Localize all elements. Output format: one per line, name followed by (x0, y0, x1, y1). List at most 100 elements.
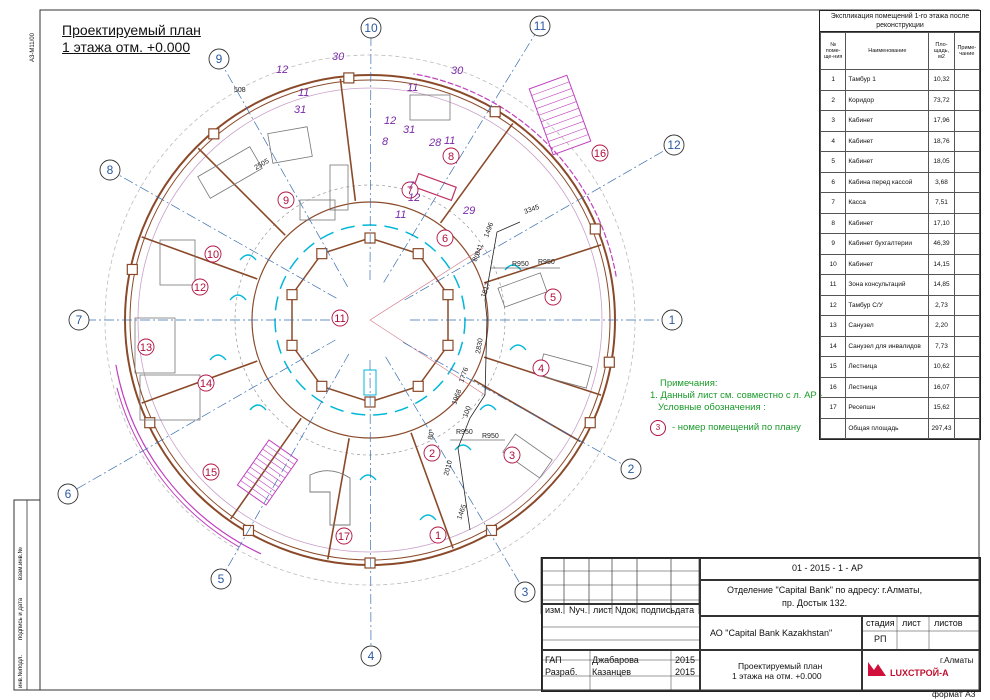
axis-line (383, 25, 541, 283)
partition-wall (410, 432, 454, 549)
room-marker-label: 7 (407, 185, 413, 197)
column (442, 289, 454, 301)
dimension-label: 1465 (456, 504, 468, 521)
axis-label: 3 (522, 585, 529, 599)
cell-name: Коридор (845, 89, 930, 111)
furniture-mark: 11 (395, 209, 406, 221)
room-marker (591, 144, 609, 162)
axis-label: 8 (107, 163, 114, 177)
column (316, 248, 328, 260)
room-marker (202, 463, 220, 481)
cell-area: 2,20 (928, 315, 955, 337)
room-marker (335, 527, 353, 545)
desk (197, 146, 263, 199)
reception-counter (309, 470, 351, 526)
room-marker (191, 278, 209, 296)
cell-n: 14 (819, 335, 847, 357)
column (208, 128, 220, 140)
cell-name: Тамбур 1 (845, 69, 930, 91)
column (286, 339, 298, 351)
address-line-1: Отделение "Capital Bank" по адресу: г.Ал… (727, 585, 923, 595)
plan-title: Проектируемый план 1 этажа отм. +0.000 (62, 22, 201, 56)
cell-area: 14,85 (928, 274, 955, 296)
cell-n: 7 (819, 192, 847, 214)
axis-label: 6 (65, 487, 72, 501)
dimension-label: 2830 (475, 338, 485, 355)
stair-15 (236, 439, 299, 506)
axis-marker (57, 483, 79, 505)
total-area: 297,43 (928, 417, 955, 439)
address-line-2: пр. Достык 132. (782, 598, 848, 608)
partition-wall (483, 244, 602, 284)
cell-area: 46,39 (928, 233, 955, 255)
col-nuch: Nуч. (569, 605, 588, 615)
col-izm: изм. (545, 605, 563, 615)
axis-marker (529, 15, 551, 37)
cell-n: 5 (819, 151, 847, 173)
name-gap: Джабарова (592, 655, 639, 665)
cell-area: 10,62 (928, 356, 955, 378)
room-marker-label: 4 (538, 363, 544, 375)
cell-area: 7,51 (928, 192, 955, 214)
furniture-mark: 12 (276, 64, 288, 76)
cell-name: Лестница (845, 356, 930, 378)
room-marker (442, 147, 460, 165)
axis-label: 1 (669, 313, 676, 327)
room-marker-label: 13 (140, 342, 152, 354)
cell-name: Кабинет бухгалтерии (845, 233, 930, 255)
cashier-counter (413, 172, 457, 202)
sheet-format: формат А3 (932, 689, 976, 699)
furniture-mark: 31 (294, 104, 306, 116)
cell-area: 17,10 (928, 212, 955, 234)
room-marker (423, 444, 441, 462)
cell-name: Тамбур С/У (845, 294, 930, 316)
plan-title-line-2: 1 этажа отм. +0.000 (62, 39, 191, 55)
plan-title-line-1: Проектируемый план (62, 22, 201, 38)
axis-marker (99, 159, 121, 181)
sheet-format-code: А3-М11/00 (30, 33, 36, 62)
room-marker-label: 3 (509, 450, 515, 462)
desk (497, 272, 548, 308)
side-stamp-text-3: взам.инв.№ (18, 547, 24, 580)
axis-line (402, 342, 632, 470)
axis-label: 4 (368, 649, 375, 663)
cell-n: 10 (819, 253, 847, 275)
dimension-label: 641 (474, 243, 485, 256)
room-marker-label: 16 (594, 148, 606, 160)
year-dev: 2015 (675, 667, 696, 677)
axis-marker (208, 48, 230, 70)
dimension-label: 1496 (483, 222, 495, 239)
room-marker-label: 15 (205, 467, 217, 479)
room-marker-label: 14 (200, 378, 212, 390)
sheet-header: лист (902, 618, 921, 628)
cell-name: Кабинет (845, 151, 930, 173)
axis-line (109, 169, 337, 299)
axis-line (385, 356, 526, 593)
cell-name: Кабинет (845, 110, 930, 132)
desk (267, 126, 313, 164)
column (485, 524, 498, 537)
col-data: дата (675, 605, 695, 615)
room-marker-label: 2 (429, 448, 435, 460)
stage-header: стадия (866, 618, 895, 628)
dimension-label: 2505 (254, 158, 271, 172)
cell-area: 14,15 (928, 253, 955, 275)
door-swing (419, 514, 437, 521)
desk (502, 433, 553, 479)
partition-wall (327, 438, 350, 560)
partition-wall (339, 78, 357, 201)
notes-legend: 3 - номер помещений по плану (650, 420, 823, 436)
company-name: LUXСТРОЙ-А (890, 668, 949, 678)
explication-grid: № поме-ще-ния Наименование Пло-щадь, м2 … (819, 32, 981, 439)
axis-line (220, 353, 350, 580)
door-swing (454, 444, 472, 451)
furniture-mark: 29 (462, 205, 475, 217)
cell-name: Санузел (845, 315, 930, 337)
